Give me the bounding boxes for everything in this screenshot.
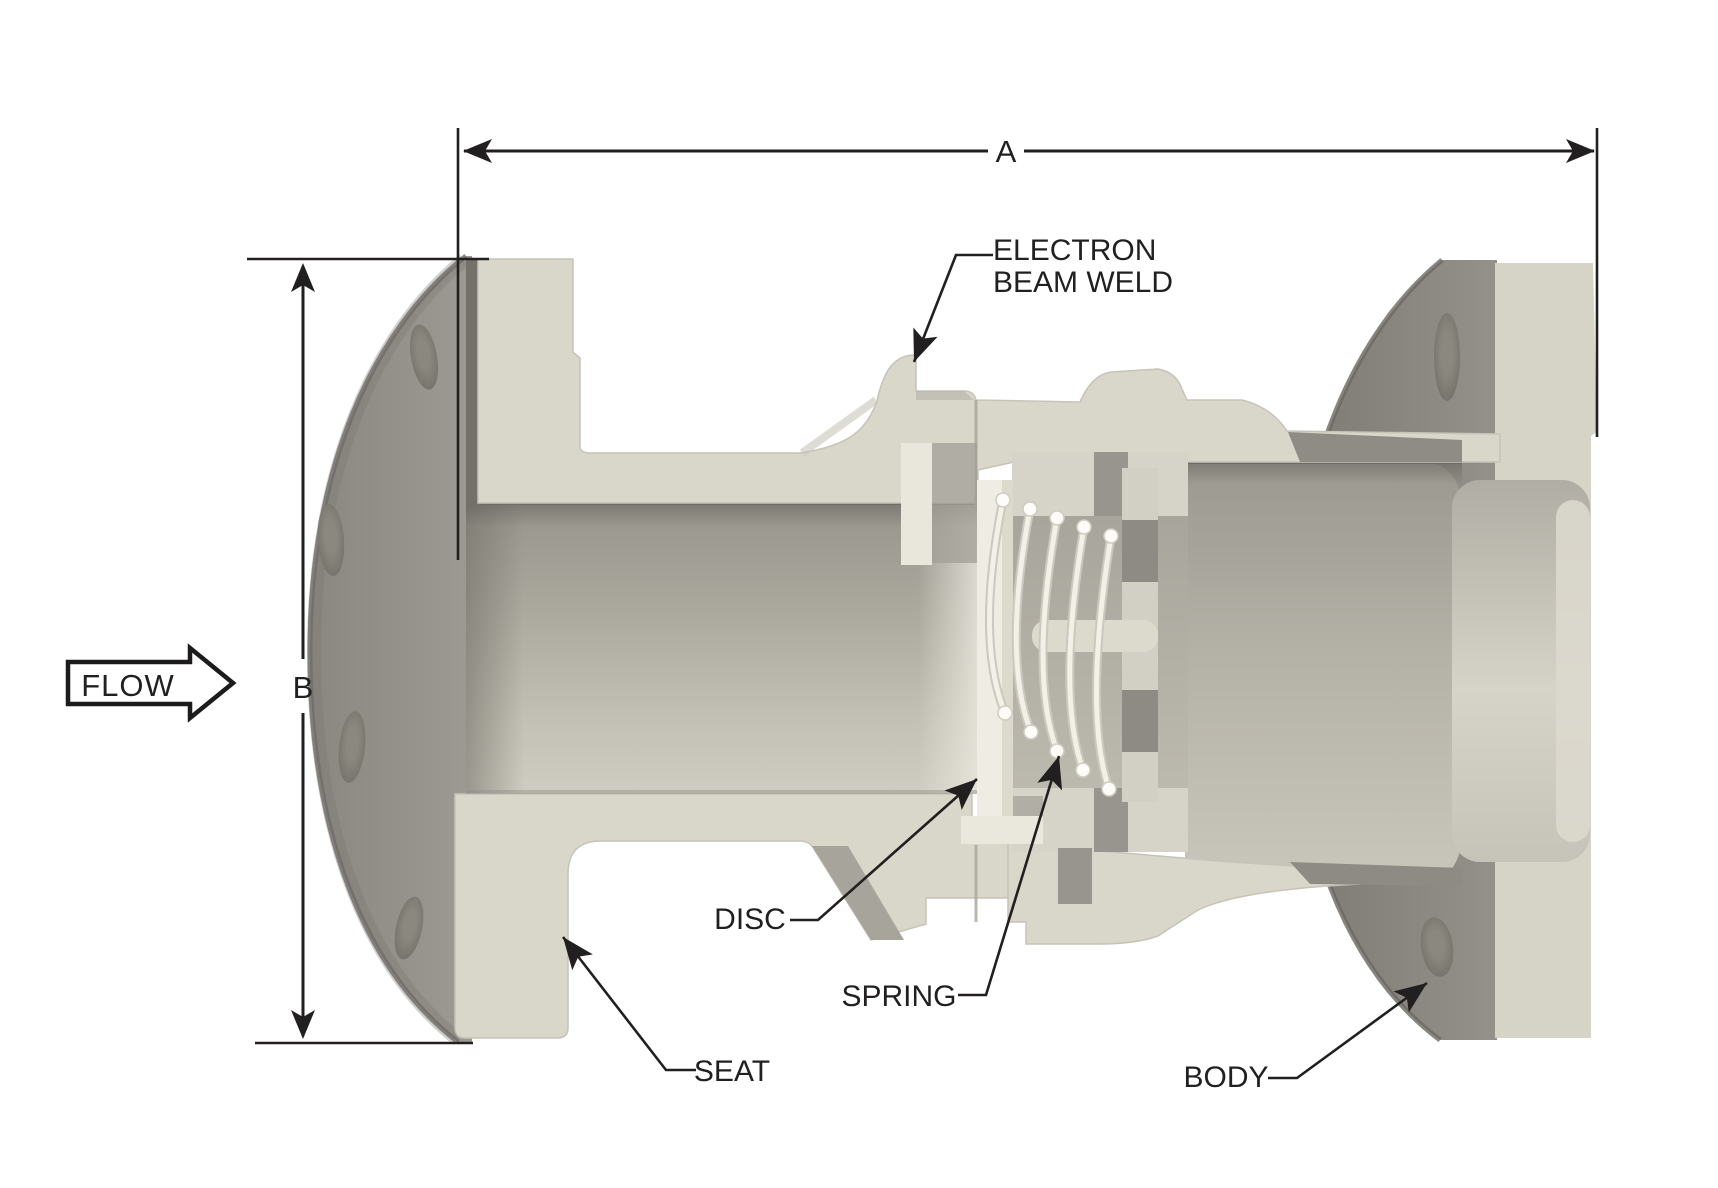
outlet-bore-top-shadow [1185,462,1462,484]
cage-wall-window [1122,520,1158,582]
inlet-bore-end-shadow [466,503,524,794]
left-flange-rim-edge [307,254,468,1044]
inlet-bore [466,503,978,794]
seat-arrowhead [563,937,593,971]
bore-bottom-edge [466,790,978,794]
flange-cut-shadow-band [466,258,480,505]
dimension-b-arrow-top [291,263,315,292]
spring-label: SPRING [841,980,956,1013]
body-label: BODY [1183,1061,1268,1094]
callout-electron-beam-weld: ELECTRON BEAM WELD [912,234,1173,363]
body-upper-cut-section [477,258,1501,504]
trim-parts [901,443,1158,844]
spring-arrowhead [1037,756,1063,791]
body-leader [1268,981,1428,1080]
spring-wire-cut-ends [995,492,1119,797]
dimension-a: A [456,128,1599,560]
seat-ramp-shadow [812,846,904,940]
flow-label: FLOW [81,668,175,703]
body-arrowhead [1393,983,1427,1013]
flow-arrow-shape [65,643,237,723]
disc-arrowhead [944,779,977,810]
spring-leader [958,755,1061,997]
dimension-a-arrow-left [463,139,492,163]
weld-ramp-shading [799,396,879,457]
left-flange-rim [306,254,469,1044]
bolt-hole [338,711,366,783]
left-flange-face [310,256,472,1042]
electron-beam-weld-arrowhead [913,327,938,362]
bolt-hole [317,504,345,576]
outlet-port-lip [1556,500,1590,842]
outlet-port-opening [1452,480,1590,862]
electron-beam-weld-leader [912,253,993,363]
dimension-b-label: B [293,670,314,705]
electron-beam-weld-label-line2: BEAM WELD [993,266,1173,299]
callout-seat: SEAT [561,936,770,1088]
seat-upper-gap-shadow [932,443,977,563]
body-lower-left-cut-section [454,793,1009,1039]
disc-plate-edge-shade [1002,480,1013,820]
hub-surface-lower-right [1290,862,1462,886]
bolt-hole [1434,313,1460,401]
dimension-b-arrow-bottom [291,1010,315,1039]
bolt-hole [394,896,424,960]
outlet-bore [1185,462,1462,882]
seat-label: SEAT [694,1055,770,1088]
bolt-hole [409,324,439,390]
dimension-a-label: A [996,134,1017,169]
weld-notch-shadow [916,391,974,400]
spring [984,492,1119,797]
electron-beam-weld-label-line1: ELECTRON [993,234,1156,267]
callout-spring: SPRING [841,755,1063,1013]
disc-label: DISC [714,903,786,936]
disc-leader [790,778,978,922]
dimension-b: B [247,257,489,1045]
callout-disc: DISC [714,778,978,936]
seat-base [961,816,1043,844]
flow-arrow: FLOW [65,643,237,723]
seat-upper-lip [901,443,932,565]
bolt-hole [1420,917,1454,977]
spring-coil-highlights [986,497,1114,792]
valve-illustration [306,254,1597,1044]
dimension-a-arrow-right [1566,139,1595,163]
seat-leader [561,936,696,1072]
left-flange [306,254,472,1044]
cage-slot-lower [1058,848,1092,904]
hub-surface-upper-right [1288,432,1462,462]
inlet-bore-top-shadow [466,503,978,527]
cage-wall-window [1122,690,1158,752]
callout-body: BODY [1183,981,1428,1094]
annotations: A B FLOW ELECTRON BEAM WELD D [65,128,1599,1094]
